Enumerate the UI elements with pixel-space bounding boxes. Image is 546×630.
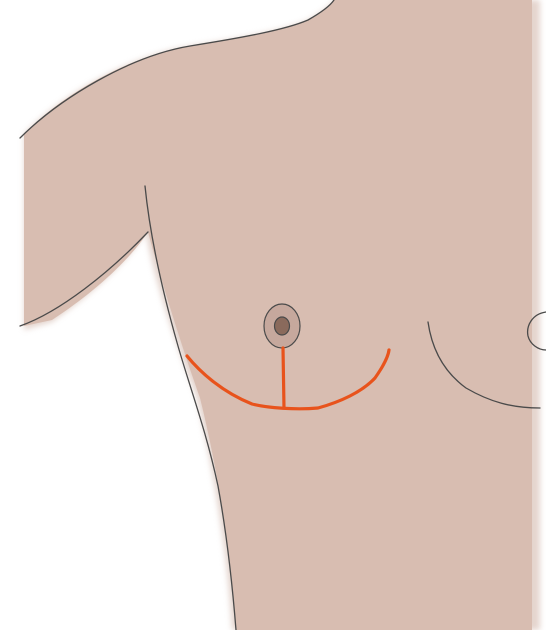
incision-vertical-line [283, 348, 284, 408]
nipple [275, 317, 290, 335]
